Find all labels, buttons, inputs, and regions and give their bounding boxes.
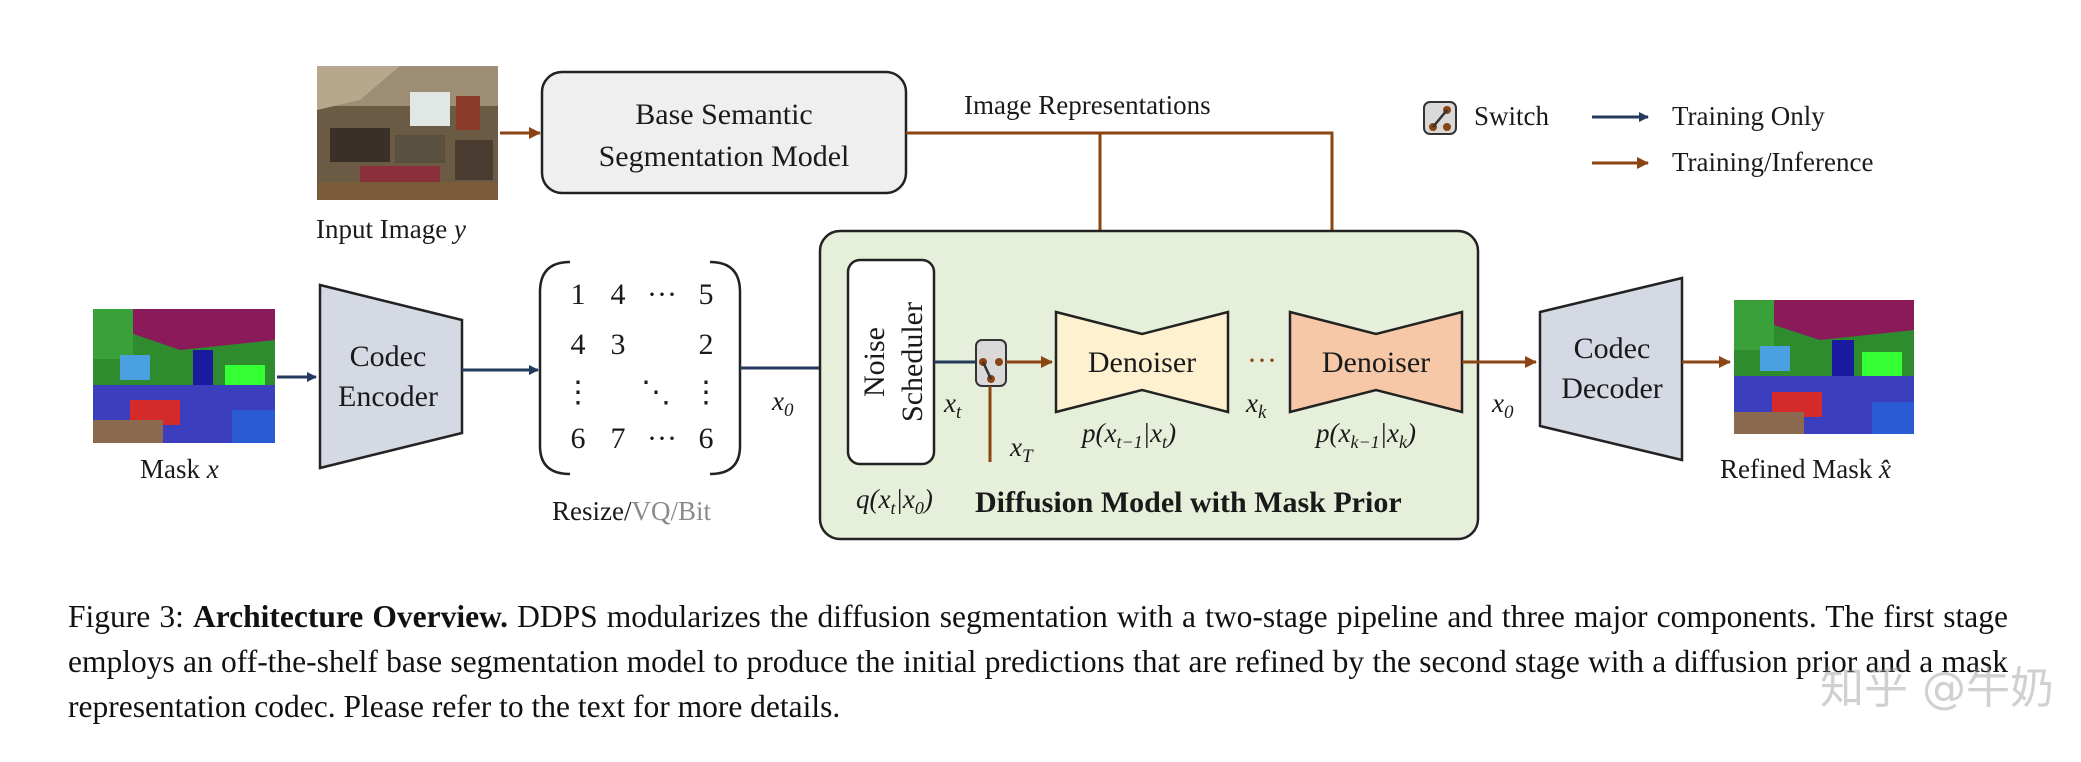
base-model-line1: Base Semantic — [635, 98, 812, 131]
base-model-box — [540, 70, 908, 195]
decoder-line1: Codec — [1574, 332, 1651, 365]
discrete-matrix: 1 4 ··· 5 4 3 2 ⋮ ⋱ ⋮ 6 7 ··· 6 — [538, 260, 742, 476]
svg-text:2: 2 — [699, 328, 714, 361]
xk-label: xk — [1245, 388, 1267, 423]
svg-text:4: 4 — [571, 328, 586, 361]
encoder-line1: Codec — [350, 340, 427, 373]
noise-line2: Scheduler — [896, 302, 929, 422]
svg-text:1: 1 — [571, 278, 586, 311]
svg-text:6: 6 — [699, 422, 714, 455]
denoiser-1-label: Denoiser — [1088, 346, 1196, 379]
noise-line1: Noise — [858, 327, 891, 397]
svg-text:5: 5 — [699, 278, 714, 311]
input-image — [317, 66, 498, 200]
input-image-label: Input Image y — [316, 214, 466, 244]
encoder-line2: Encoder — [338, 380, 438, 413]
decoder-line2: Decoder — [1561, 372, 1663, 405]
switch-icon — [975, 339, 1007, 387]
svg-text:4: 4 — [611, 278, 626, 311]
svg-text:⋮: ⋮ — [563, 376, 593, 409]
legend: Switch Training Only Training/Inference — [1423, 101, 1873, 177]
q-label: q(xt|x0) — [856, 484, 933, 518]
x0-left-label: x0 — [771, 386, 794, 421]
refined-mask-label: Refined Mask x̂ — [1720, 454, 1891, 484]
svg-text:⋱: ⋱ — [641, 376, 671, 409]
image-representations-label: Image Representations — [964, 90, 1211, 120]
caption-prefix: Figure 3: — [68, 599, 194, 634]
denoiser-dots: ··· — [1247, 344, 1277, 377]
xt-label: xt — [943, 388, 962, 423]
svg-text:···: ··· — [647, 422, 677, 455]
svg-text:6: 6 — [571, 422, 586, 455]
svg-text:7: 7 — [611, 422, 626, 455]
denoiser-2-label: Denoiser — [1322, 346, 1430, 379]
svg-text:3: 3 — [611, 328, 626, 361]
refined-mask-image — [1734, 300, 1914, 434]
legend-training-inference: Training/Inference — [1672, 147, 1873, 177]
figure-caption: Figure 3: Architecture Overview. DDPS mo… — [68, 594, 2008, 729]
legend-training-only: Training Only — [1672, 101, 1825, 131]
mask-label: Mask x — [140, 454, 219, 484]
legend-switch: Switch — [1474, 101, 1550, 131]
architecture-diagram: Input Image y Base Semantic Segmentation… — [93, 66, 1914, 541]
xT-label: xT — [1009, 432, 1034, 467]
watermark: 知乎 @牛奶 — [1820, 663, 2054, 714]
svg-text:···: ··· — [647, 278, 677, 311]
denoiser-2-box — [1288, 310, 1464, 414]
codec-decoder-box — [1538, 276, 1684, 462]
p1-label: p(xt−1|xt) — [1080, 418, 1176, 452]
p2-label: p(xk−1|xk) — [1314, 418, 1416, 452]
resize-vq-bit-label: Resize/VQ/Bit — [552, 496, 711, 526]
base-model-line2: Segmentation Model — [599, 140, 850, 173]
denoiser-1-box — [1054, 310, 1230, 414]
diffusion-title: Diffusion Model with Mask Prior — [975, 486, 1402, 519]
codec-encoder-box — [318, 283, 464, 470]
svg-text:⋮: ⋮ — [691, 376, 721, 409]
caption-heading: Architecture Overview. — [193, 599, 508, 634]
mask-image — [93, 309, 275, 443]
x0-right-label: x0 — [1491, 388, 1514, 423]
caption-body: DDPS modularizes the diffusion segmentat… — [68, 599, 2008, 724]
